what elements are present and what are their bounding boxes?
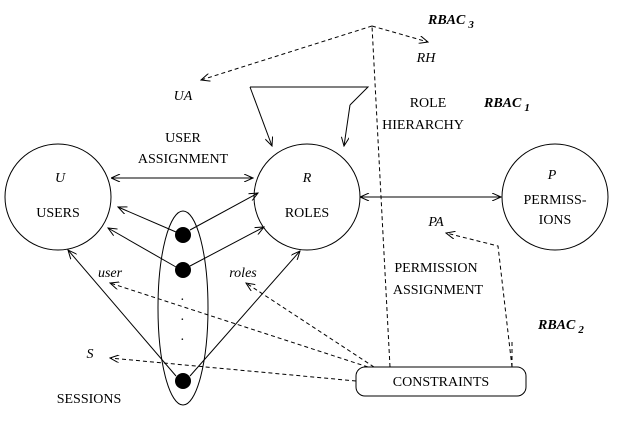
session-ellipsis-dot: · [180,293,185,308]
constraints-to-user-dashed [110,283,369,368]
sessions-ellipse [157,210,209,406]
rh-label: RH [416,51,437,66]
permissions-circle [501,143,609,251]
permission-assignment-label-line1: PERMISSION [394,261,477,276]
role-hierarchy-label-line2: HIERARCHY [382,118,464,133]
user-assignment-label-line1: USER [165,131,201,146]
session-dot [175,227,191,243]
session-role-arrow [189,251,300,377]
users-symbol: U [55,171,66,186]
rbac3-to-rh-dashed [371,25,428,42]
permissions-label-line1: PERMISS- [523,193,586,208]
sessions-symbol: S [87,347,94,362]
constraints-to-sessions-dashed [110,358,357,382]
role-hierarchy-label-line1: ROLE [410,96,447,111]
role-hierarchy-loop [250,86,370,106]
roles-circle [253,143,361,251]
users-label: USERS [36,206,80,221]
constraints-to-rbac3-dashed [371,25,391,368]
permission-assignment-label-line2: ASSIGNMENT [393,283,484,298]
constraints-to-roles-dashed [246,283,375,368]
permissions-symbol: P [547,168,557,183]
roles-symbol: R [302,171,312,186]
permissions-label-line2: IONS [539,213,572,228]
constraints-box [355,366,527,397]
sessions-label: SESSIONS [57,392,122,407]
rh-arrow-left [249,86,272,146]
roles-label: ROLES [285,206,329,221]
session-ellipsis-dot: · [180,313,185,328]
rbac3-to-ua-dashed [201,25,373,80]
constraints-label: CONSTRAINTS [393,375,489,390]
session-role-arrow [189,227,264,267]
session-role-arrow [189,193,258,231]
session-ellipsis-dot: · [180,333,185,348]
roles-function-label: roles [229,266,257,281]
session-user-arrow [68,250,177,377]
constraints-to-pa-dashed [446,233,513,368]
users-circle [4,143,112,251]
user-assignment-label-line2: ASSIGNMENT [138,152,229,167]
session-dot [175,373,191,389]
ua-label: UA [174,89,193,104]
user-function-label: user [98,266,123,281]
session-user-arrow [118,207,177,233]
rh-arrow-right [344,104,351,146]
session-user-arrow [108,228,177,268]
pa-label: PA [427,215,444,230]
session-dot [175,262,191,278]
